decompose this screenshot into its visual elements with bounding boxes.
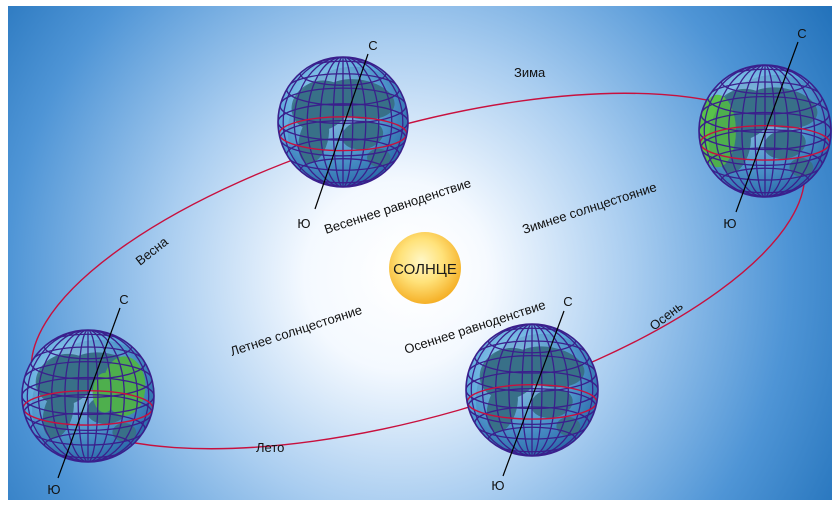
- earth-axis: [57, 307, 121, 479]
- orbit-diagram: СОЛНЦЕ Весна Зима Осень Лето Весеннее ра…: [8, 6, 832, 500]
- earth-axis: [502, 310, 565, 477]
- earth-axis: [314, 53, 369, 210]
- north-pole-label: С: [368, 38, 377, 53]
- season-winter: Зима: [514, 65, 546, 80]
- sun-label: СОЛНЦЕ: [393, 261, 457, 278]
- globe-bottom: СЮ: [465, 294, 599, 493]
- south-pole-label: Ю: [297, 216, 310, 231]
- globe-top: СЮ: [277, 38, 409, 231]
- north-pole-label: С: [563, 294, 572, 309]
- south-pole-label: Ю: [723, 216, 736, 231]
- earth-axis: [735, 41, 799, 213]
- south-pole-label: Ю: [47, 482, 60, 497]
- north-pole-label: С: [797, 26, 806, 41]
- sun: СОЛНЦЕ: [357, 200, 493, 336]
- south-pole-label: Ю: [491, 478, 504, 493]
- season-summer: Лето: [256, 440, 284, 455]
- globe-right: СЮ: [698, 26, 832, 231]
- north-pole-label: С: [119, 292, 128, 307]
- globe-left: СЮ: [21, 292, 155, 497]
